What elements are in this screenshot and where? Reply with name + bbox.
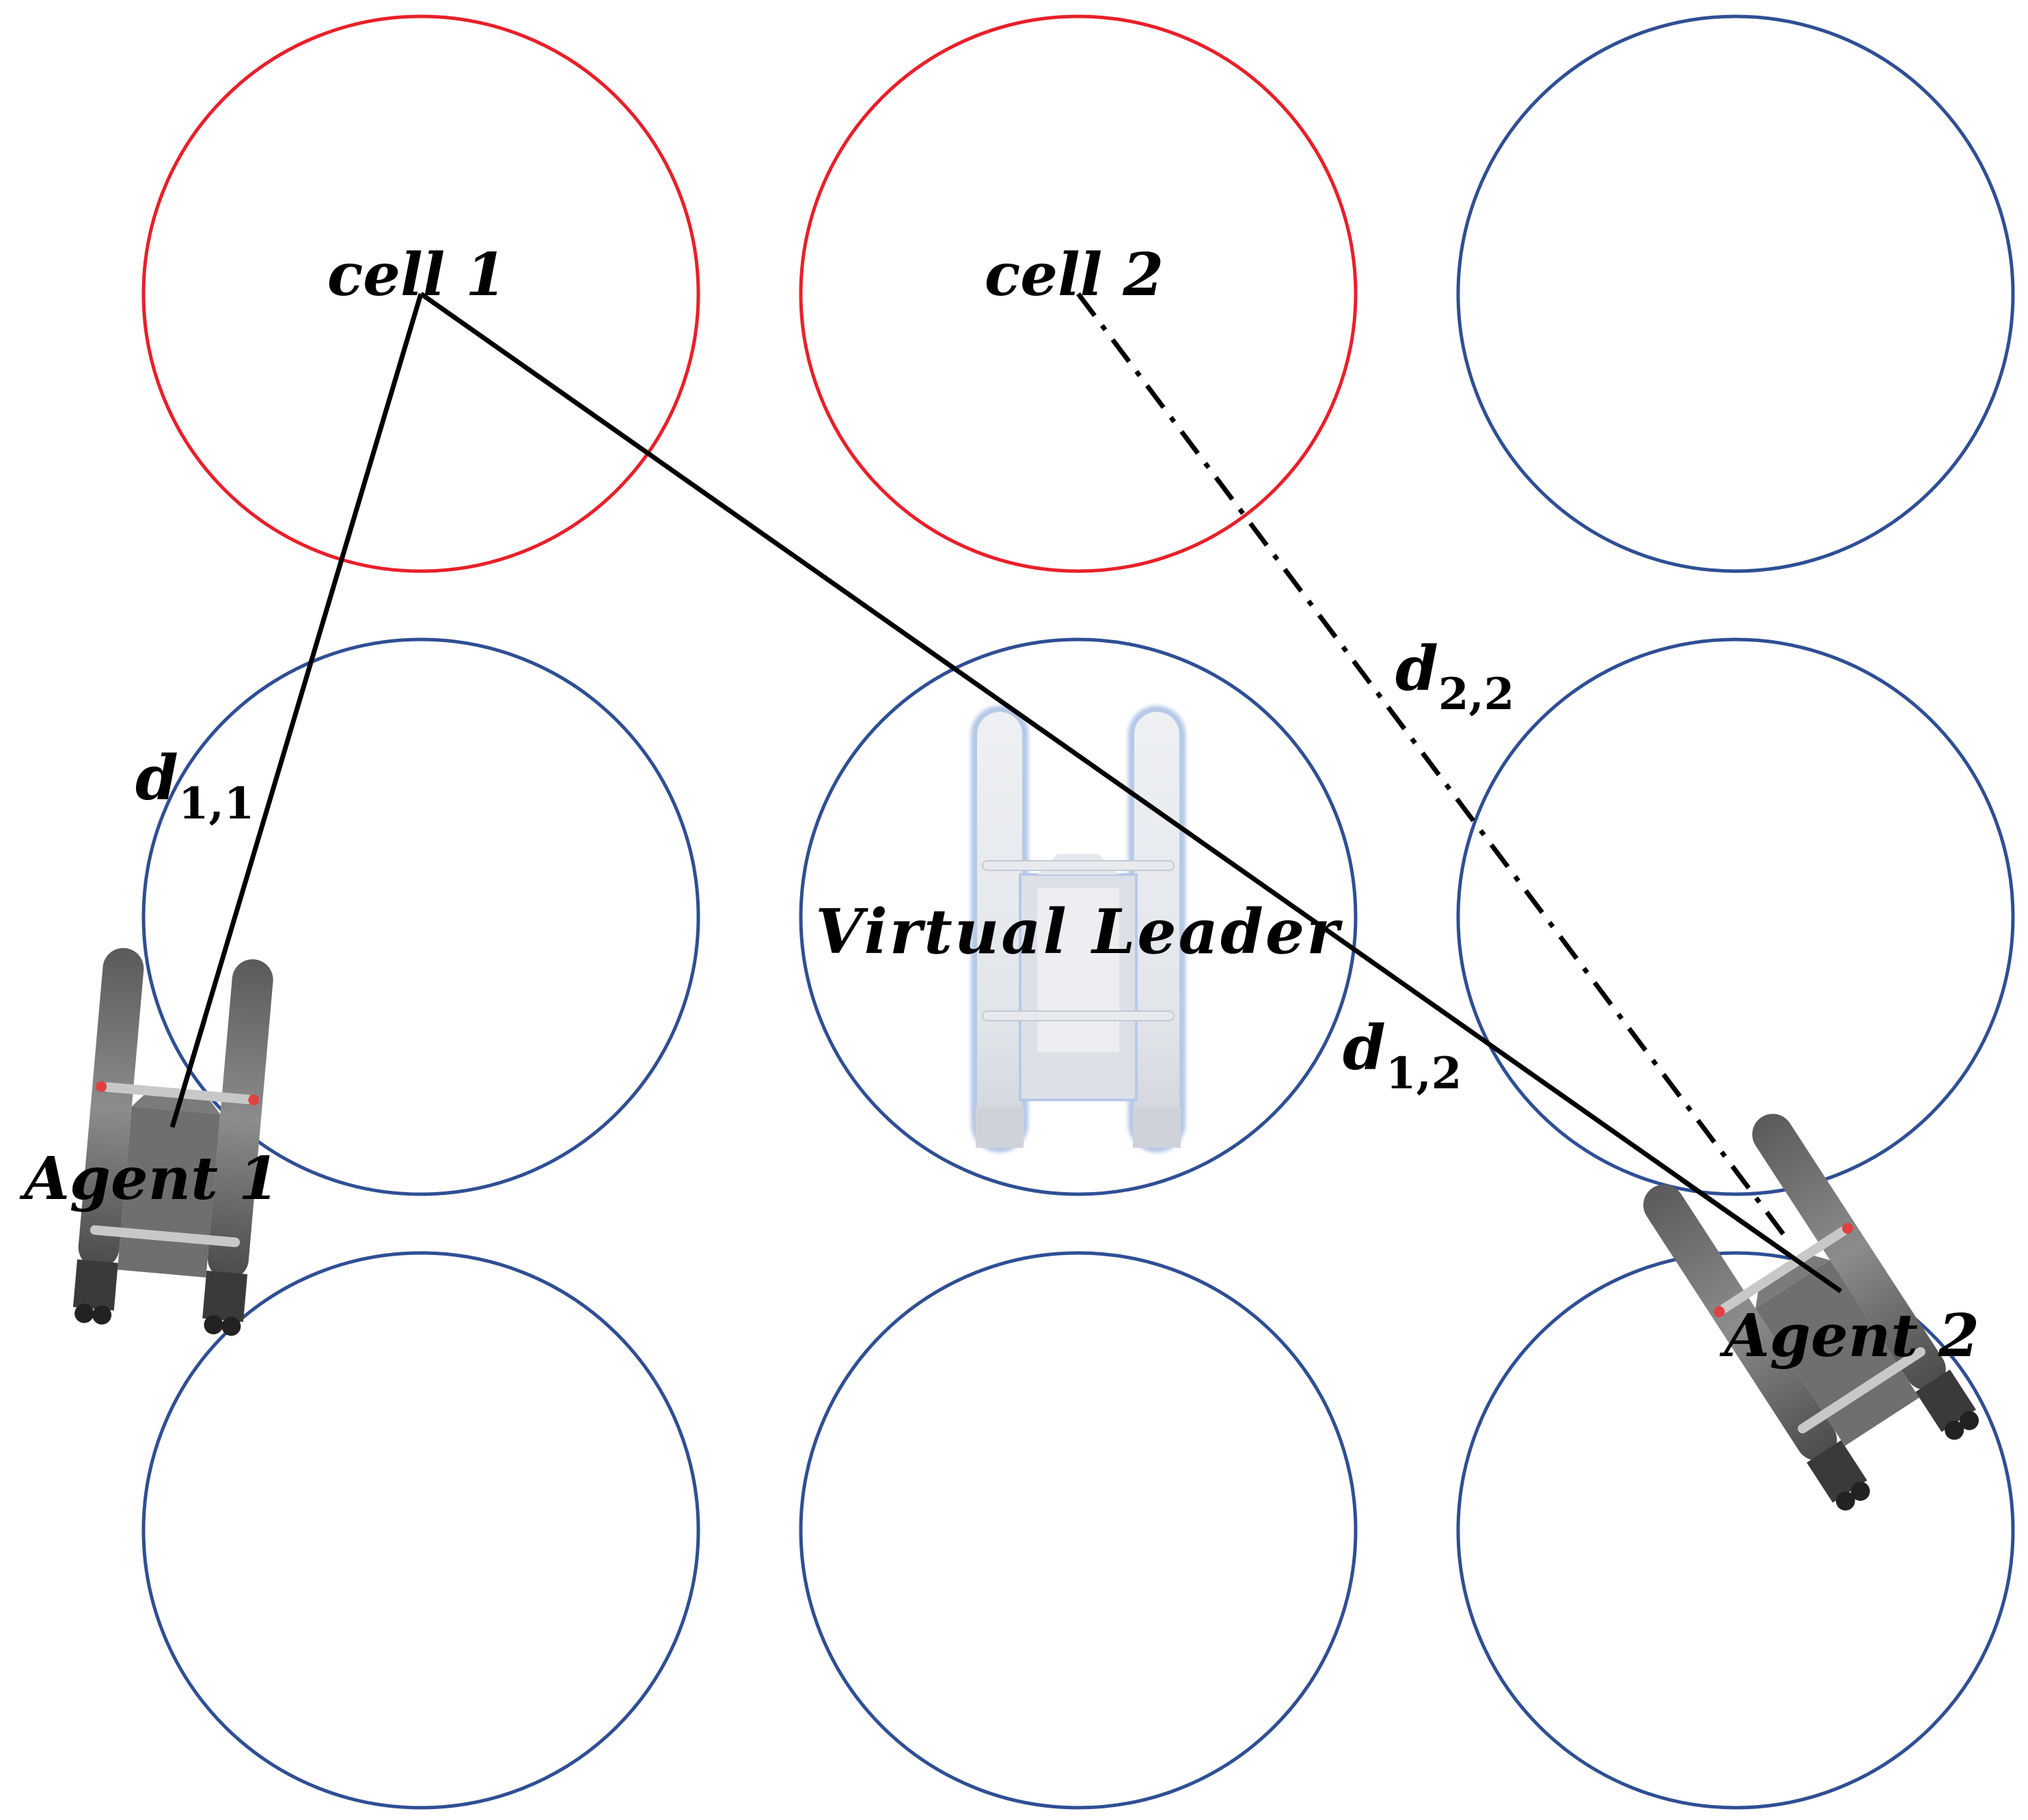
distance-label-d11-base: d: [135, 742, 178, 814]
agent1-label: Agent 1: [19, 1144, 279, 1213]
cell2-label: cell 2: [985, 240, 1164, 309]
distance-line-d12: [419, 292, 1843, 1293]
cell-circle-target-1: [141, 14, 700, 573]
distance-label-d11: d1,1: [135, 742, 254, 829]
cell-circle: [799, 1251, 1358, 1810]
distance-label-d22-base: d: [1395, 633, 1438, 705]
cell-circle: [141, 1251, 700, 1810]
cell1-label: cell 1: [327, 240, 506, 309]
agent2-label: Agent 2: [1719, 1301, 1979, 1370]
virtual-leader-label: Virtual Leader: [815, 896, 1343, 968]
distance-label-d12-base: d: [1343, 1012, 1386, 1084]
ghost-catamaran-vessel-icon: [971, 706, 1186, 1153]
distance-line-d11: [169, 292, 424, 1129]
distance-line-d22: [1076, 292, 1792, 1245]
cell-circle: [1456, 14, 2015, 573]
cell-circle: [1456, 637, 2015, 1196]
distance-label-d11-sub: 1,1: [178, 778, 254, 829]
agent1-vessel-icon: [72, 946, 275, 1337]
distance-label-d12-sub: 1,2: [1386, 1048, 1462, 1099]
distance-label-d22: d2,2: [1395, 633, 1514, 720]
cell-circle-target-2: [799, 14, 1358, 573]
cell-circle-center: [799, 637, 1358, 1196]
distance-label-d12: d1,2: [1343, 1012, 1462, 1099]
cell-circle: [141, 637, 700, 1196]
distance-label-d22-sub: 2,2: [1438, 669, 1514, 720]
distance-line-d11-tip: [169, 1017, 208, 1129]
cell-circle: [1456, 1251, 2015, 1810]
distance-line-d12-tip: [1679, 1177, 1843, 1293]
